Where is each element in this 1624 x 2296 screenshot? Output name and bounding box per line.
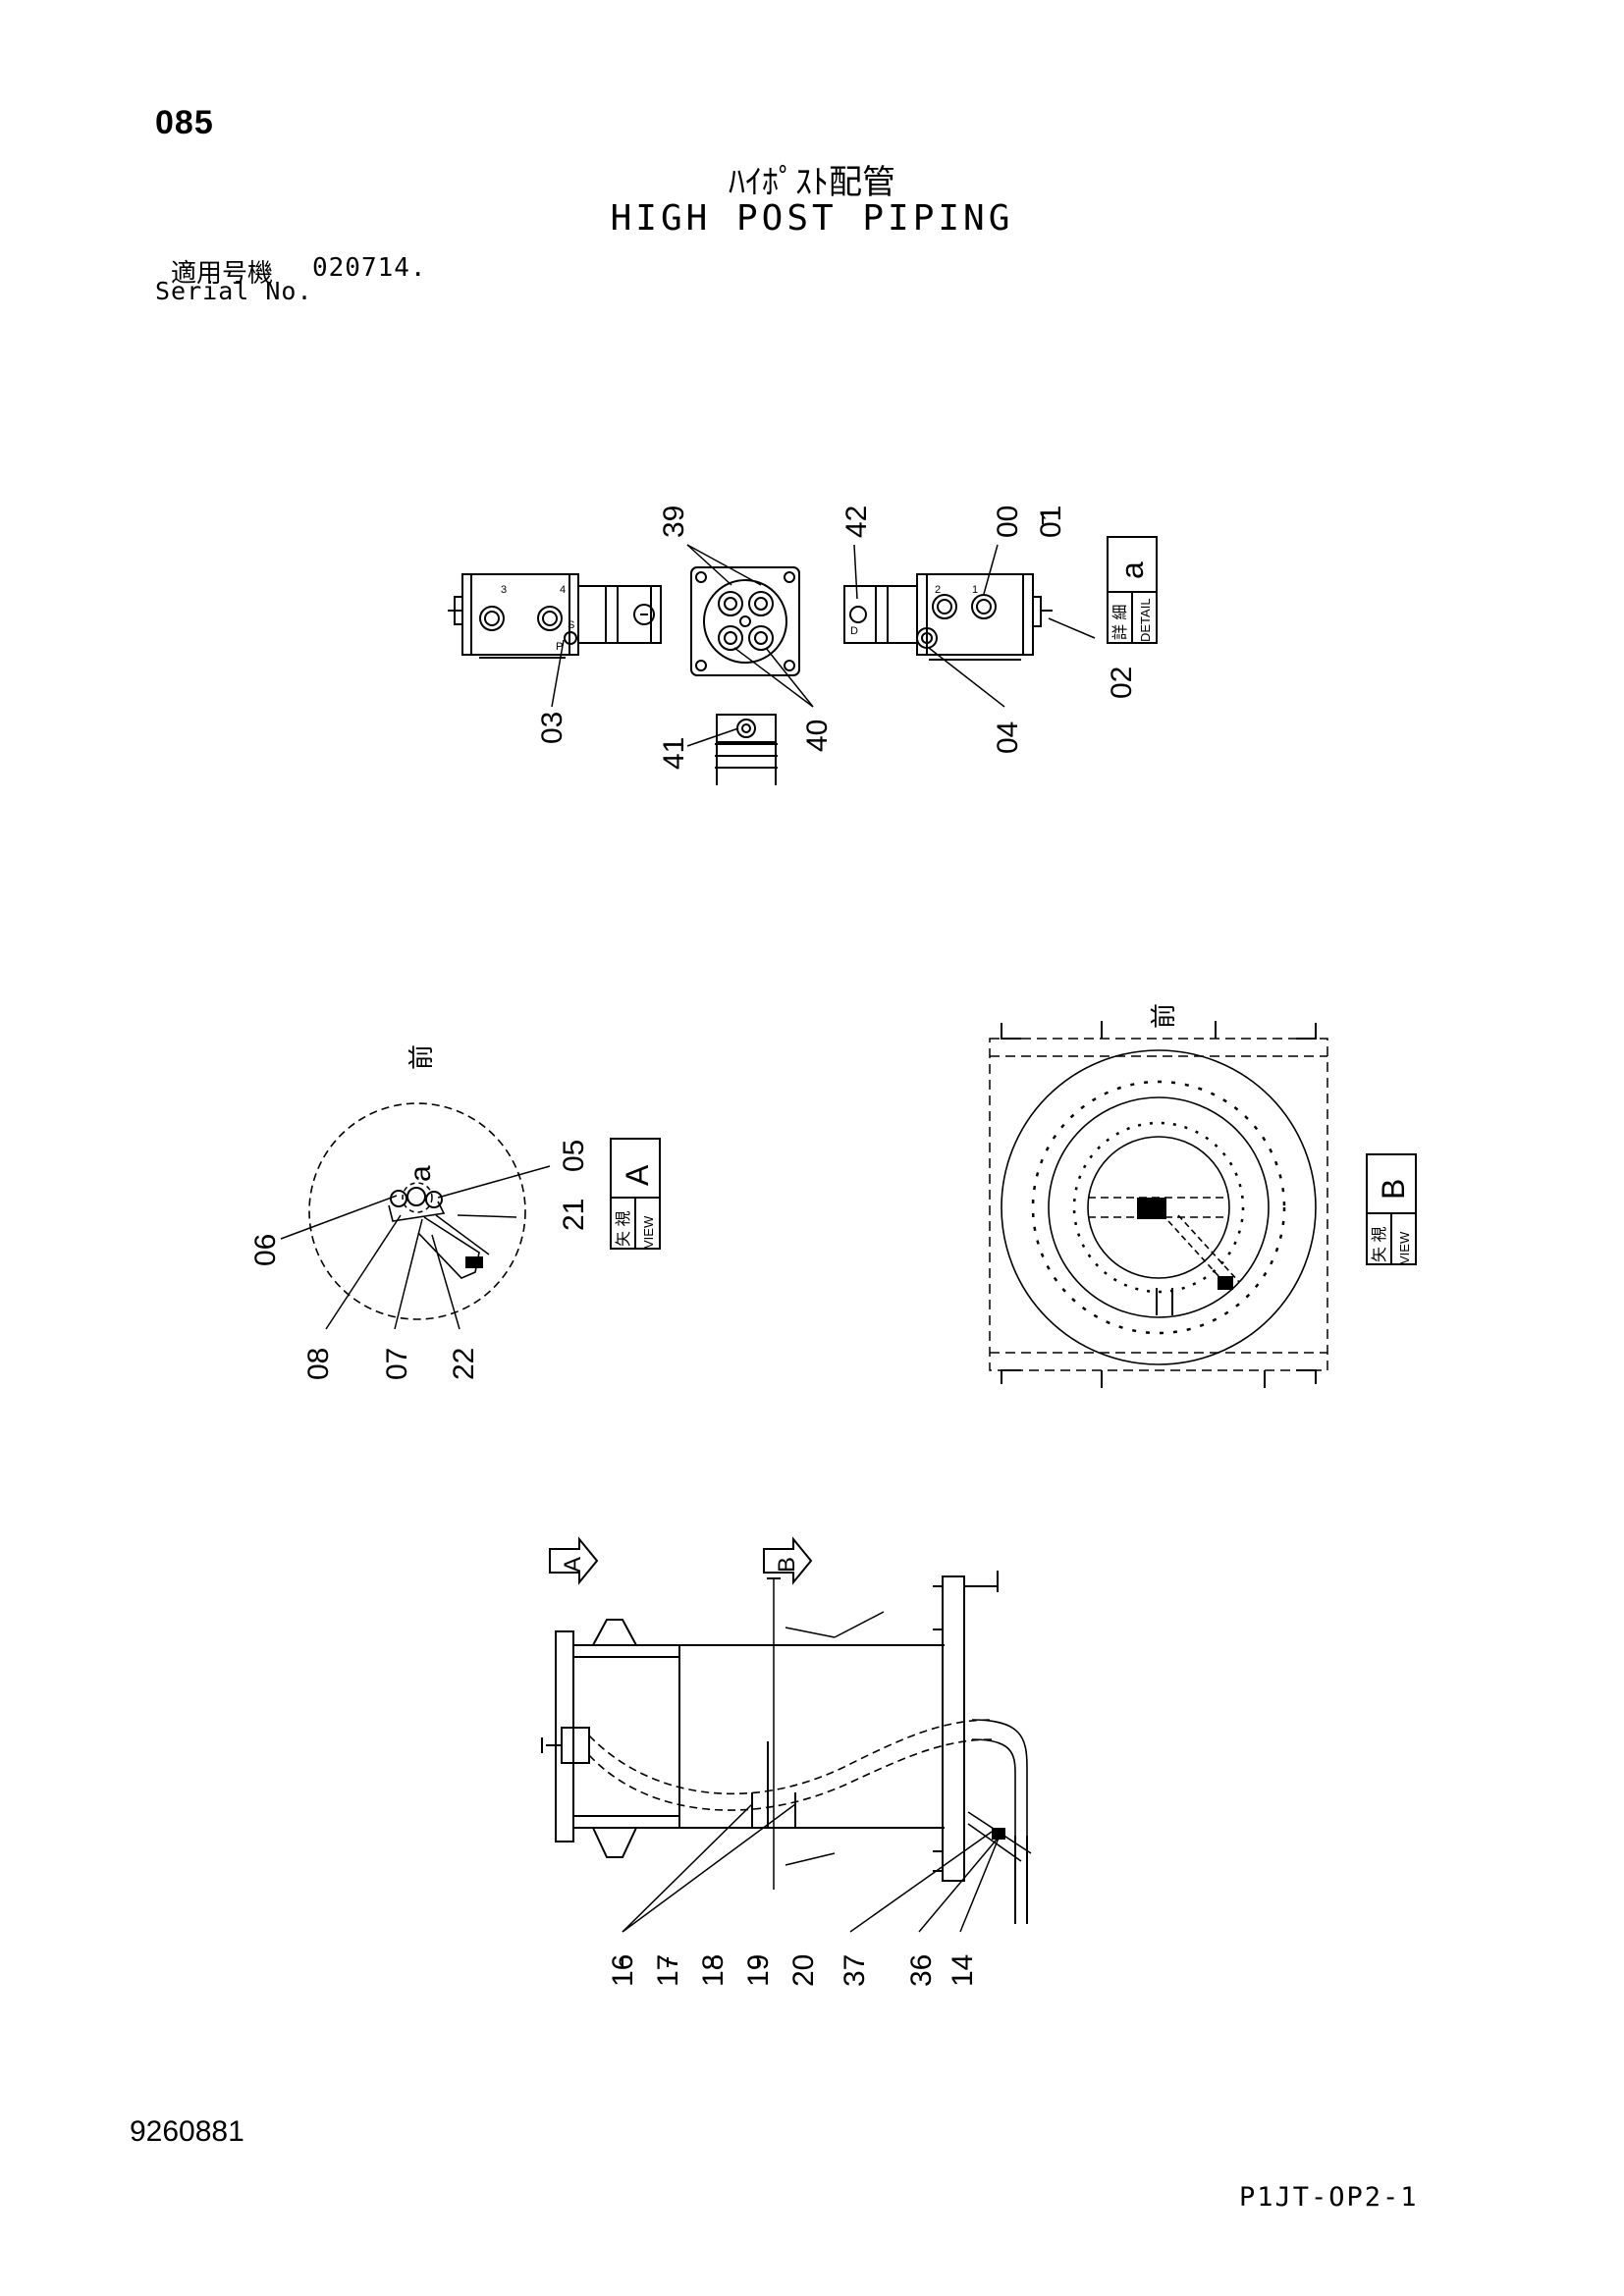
view-b-label-box <box>1366 1153 1417 1265</box>
swivel-joint-right <box>843 573 1053 661</box>
detail-ref-a: a <box>405 1165 437 1182</box>
port-label: P <box>556 641 563 653</box>
view-b-label-jp: 矢 視 <box>1371 1227 1388 1262</box>
callout-06: 06 <box>249 1234 282 1266</box>
serial-label-japanese: 適用号機 <box>171 259 274 289</box>
detail-a-letter: a <box>1114 561 1150 579</box>
port-label: 1 <box>972 584 978 596</box>
callout-01: 01 <box>1035 506 1067 538</box>
callout-22: 22 <box>448 1348 480 1380</box>
side-view-drawing <box>541 1536 1032 1933</box>
callout-14: 14 <box>947 1954 979 1987</box>
callout-02: 02 <box>1106 667 1138 699</box>
port-label: 4 <box>560 584 566 596</box>
port-label: 3 <box>501 584 507 596</box>
serial-value: 020714. <box>312 253 427 283</box>
front-mark-view-a: 前 <box>406 1044 436 1070</box>
page-number: 085 <box>155 104 214 141</box>
serial-label-english: Serial No. <box>155 277 313 305</box>
detail-a-drawing <box>448 544 1096 785</box>
front-mark-view-b: 前 <box>1149 1003 1178 1029</box>
view-a-letter: A <box>620 1164 655 1186</box>
port-label: S <box>568 619 574 631</box>
view-a-label-en: VIEW <box>641 1215 656 1249</box>
detail-a-label-jp: 詳 細 <box>1111 605 1129 640</box>
callout-20: 20 <box>787 1954 820 1987</box>
view-a-label-jp: 矢 視 <box>615 1211 632 1247</box>
callout-05: 05 <box>558 1140 590 1172</box>
view-b-drawing <box>989 1021 1328 1388</box>
view-arrow-a <box>549 1536 599 1585</box>
callout-40: 40 <box>801 720 834 752</box>
view-a-label-box <box>610 1138 661 1250</box>
callout-00: 00 <box>992 506 1024 538</box>
callout-42: 42 <box>840 506 873 538</box>
port-label: D <box>850 625 858 637</box>
detail-a-label-box <box>1107 536 1158 644</box>
manifold-plate <box>690 566 800 676</box>
callout-21: 21 <box>558 1199 590 1231</box>
drawing-number: 9260881 <box>130 2115 244 2148</box>
callout-04: 04 <box>992 721 1024 754</box>
detail-a-label-en: DETAIL <box>1138 598 1153 642</box>
title-japanese: ﾊｲﾎﾟｽﾄ配管 <box>729 163 895 202</box>
view-arrow-b <box>763 1536 813 1585</box>
callout-03: 03 <box>536 712 568 744</box>
view-arrow-a-letter: A <box>560 1557 586 1573</box>
callout-37: 37 <box>839 1954 871 1987</box>
callout-39: 39 <box>658 506 690 538</box>
callout-41: 41 <box>658 737 690 770</box>
view-a-drawing <box>280 1102 551 1330</box>
callout-08: 08 <box>302 1348 335 1380</box>
swivel-joint-left <box>448 573 662 659</box>
title-english: HIGH POST PIPING <box>610 198 1014 239</box>
view-b-label-en: VIEW <box>1397 1231 1412 1264</box>
callout-07: 07 <box>381 1348 413 1380</box>
callout-36: 36 <box>905 1954 938 1987</box>
port-label: 2 <box>935 584 941 596</box>
sheet-code: P1JT-OP2-1 <box>1239 2182 1419 2213</box>
view-b-letter: B <box>1376 1179 1411 1200</box>
view-arrow-b-letter: B <box>774 1557 800 1573</box>
